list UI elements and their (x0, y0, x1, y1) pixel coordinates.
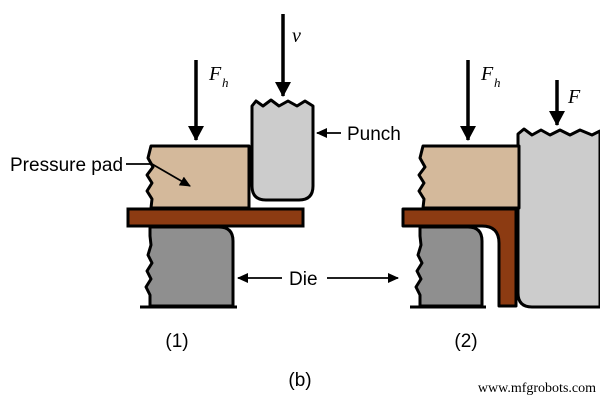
step-2-caption: (2) (454, 331, 477, 352)
pressure-pad-leader-line (126, 163, 191, 187)
panel-letter: (b) (288, 370, 311, 391)
velocity-symbol-step1: v (292, 25, 301, 47)
sheet-metal-strip-step1 (126, 207, 305, 228)
pressure-pad-step1 (145, 144, 251, 210)
step-2-group: F h F (2) (401, 60, 600, 352)
die-body-step1 (144, 225, 235, 308)
die-label: Die (289, 269, 318, 290)
punch-step2 (516, 127, 600, 309)
die-body-step2 (414, 225, 484, 308)
step-1-group: F h v Pressure pad Punch Die (1) (10, 14, 401, 352)
holder-force-subscript-step1: h (222, 75, 229, 90)
step-1-caption: (1) (165, 331, 188, 352)
sheet-metal-bent-step2 (401, 207, 518, 308)
holder-force-subscript-step2: h (494, 75, 501, 90)
pressure-pad-step2 (417, 144, 521, 210)
holder-force-symbol-step1: F (208, 63, 222, 85)
watermark-text: www.mfgrobots.com (478, 381, 596, 396)
holder-force-symbol-step2: F (480, 63, 494, 85)
punch-step1 (250, 98, 315, 202)
punch-label: Punch (347, 124, 401, 145)
pressure-pad-label: Pressure pad (10, 155, 123, 176)
punch-force-symbol-step2: F (567, 86, 581, 108)
